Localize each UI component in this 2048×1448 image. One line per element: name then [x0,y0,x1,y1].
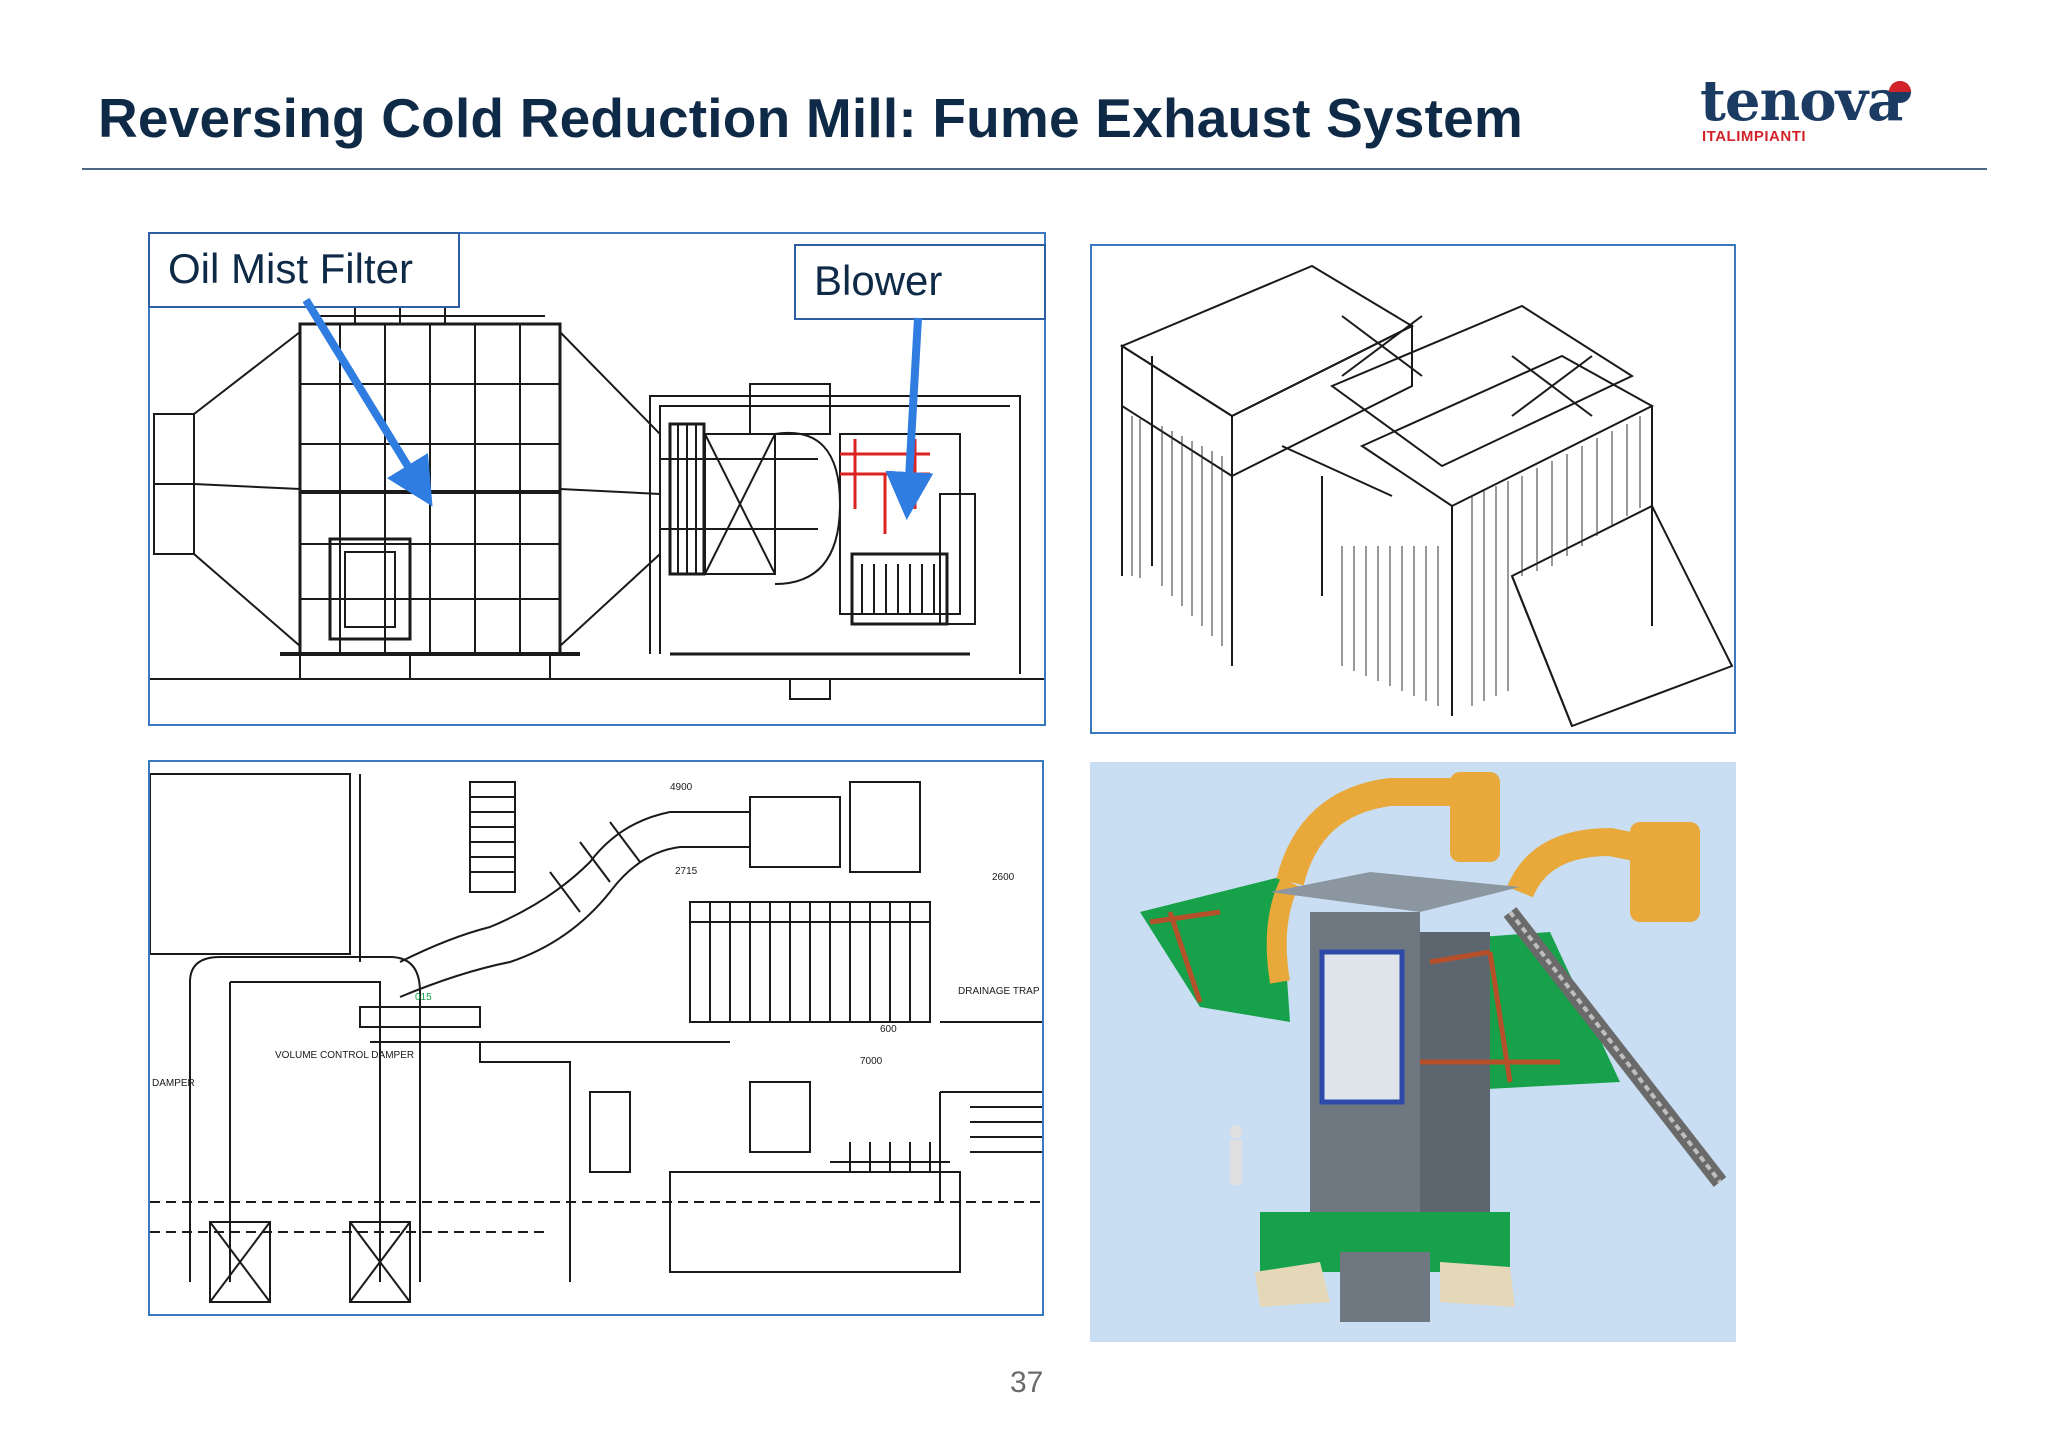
plan-drawing-svg: 4900 2715 2600 600 7000 015 VOLUME CONTR… [150,773,1042,1303]
title-divider [82,168,1987,170]
dim-015: 015 [415,992,432,1003]
slide-title: Reversing Cold Reduction Mill: Fume Exha… [98,87,1523,149]
dim-7000: 7000 [860,1056,883,1067]
note-volume-damper: VOLUME CONTROL DAMPER [275,1050,414,1061]
note-drainage-trap: DRAINAGE TRAP [958,986,1040,997]
dim-4900: 4900 [670,782,693,793]
dim-600: 600 [880,1024,897,1035]
tenova-logo: tenova ITALIMPIANTI [1700,70,1920,160]
note-damper: DAMPER [152,1078,195,1089]
logo-dot-icon [1889,81,1911,103]
elevation-drawing-svg [150,304,1044,700]
mill-3d-render [1090,762,1736,1342]
oil-mist-filter-callout: Oil Mist Filter [148,232,460,308]
logo-wordmark: tenova [1700,68,1903,134]
dim-2715: 2715 [675,866,698,877]
page-number: 37 [1010,1366,1044,1399]
plan-layout-drawing: 4900 2715 2600 600 7000 015 VOLUME CONTR… [148,760,1044,1316]
dim-2600: 2600 [992,872,1015,883]
isometric-drawing-svg [1119,264,1734,728]
render-svg [1140,772,1727,1322]
enclosure-isometric-drawing [1090,244,1736,734]
logo-subtitle: ITALIMPIANTI [1702,128,1807,145]
blower-callout: Blower [794,244,1046,320]
